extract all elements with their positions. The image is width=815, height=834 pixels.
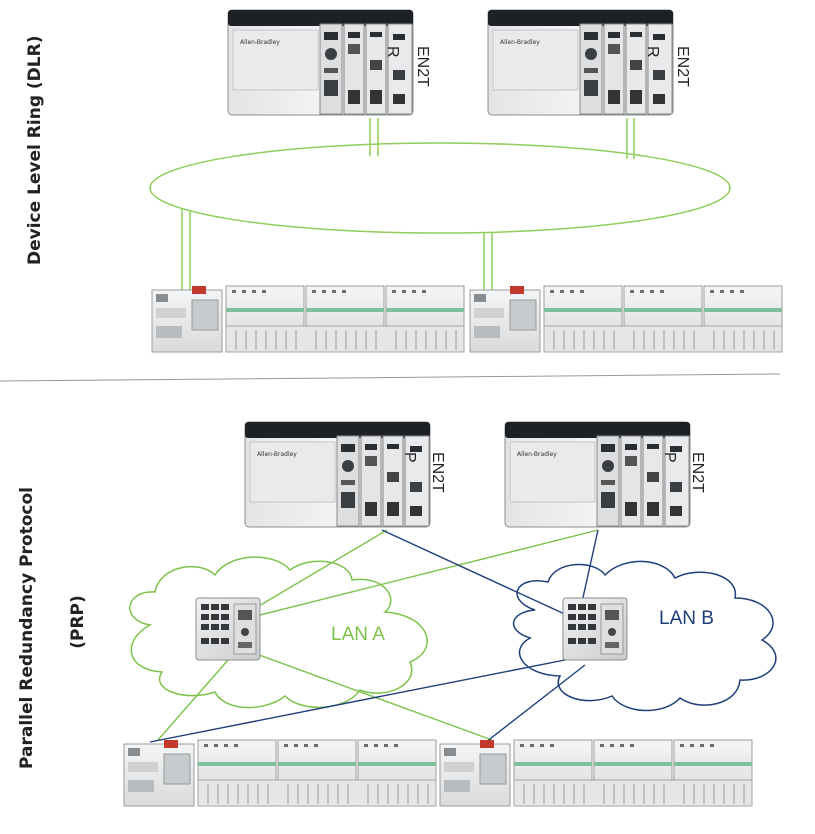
ethernet-switch-icon bbox=[562, 597, 628, 661]
prp-io-rack-left bbox=[123, 739, 437, 807]
chassis-controller-icon bbox=[504, 421, 691, 528]
dlr-ring-link-controller-right bbox=[626, 118, 635, 159]
ethernet-switch-icon bbox=[195, 597, 261, 661]
dlr-controller-left: R EN2T bbox=[227, 9, 431, 116]
prp-controller-right: P EN2T bbox=[504, 421, 706, 528]
dlr-section-title: Device Level Ring (DLR) bbox=[25, 35, 45, 265]
section-separator bbox=[0, 373, 781, 382]
prp-left-module-name: EN2T bbox=[429, 452, 446, 493]
prp-right-module-name: EN2T bbox=[689, 452, 706, 493]
io-rack-icon bbox=[123, 739, 437, 807]
io-rack-icon bbox=[151, 285, 465, 353]
lan-b-switch bbox=[562, 597, 628, 661]
lan-b-label: LAN B bbox=[659, 608, 714, 629]
chassis-controller-icon bbox=[244, 421, 431, 528]
lan-a-label: LAN A bbox=[331, 624, 385, 645]
lan-a-cloud bbox=[129, 556, 428, 709]
io-rack-icon bbox=[439, 739, 753, 807]
dlr-left-module-name: EN2T bbox=[414, 46, 431, 87]
prp-section-title-line1: Parallel Redundancy Protocol bbox=[17, 487, 37, 769]
dlr-ring-link-io-left bbox=[181, 209, 191, 290]
dlr-ring-link-controller-left bbox=[369, 118, 379, 156]
io-rack-icon bbox=[469, 285, 783, 353]
lan-a-switch bbox=[195, 597, 261, 661]
chassis-controller-icon bbox=[487, 9, 674, 116]
dlr-right-module-tag: R bbox=[644, 46, 661, 58]
prp-section-title-line2: (PRP) bbox=[68, 595, 88, 649]
prp-right-module-tag: P bbox=[661, 452, 678, 463]
dlr-ring bbox=[149, 142, 731, 234]
chassis-controller-icon bbox=[227, 9, 414, 116]
dlr-left-module-tag: R bbox=[384, 46, 401, 58]
dlr-right-module-name: EN2T bbox=[674, 46, 691, 87]
dlr-controller-right: R EN2T bbox=[487, 9, 691, 116]
dlr-io-rack-right bbox=[469, 285, 783, 353]
prp-controller-left: P EN2T bbox=[244, 421, 446, 528]
prp-io-rack-right bbox=[439, 739, 753, 807]
prp-section: LAN A LAN B P EN2T P EN2T bbox=[123, 421, 777, 807]
dlr-ring-link-io-right bbox=[483, 232, 493, 290]
lan-b-links bbox=[149, 529, 599, 743]
prp-left-module-tag: P bbox=[401, 452, 418, 463]
lan-b-cloud bbox=[512, 560, 777, 712]
dlr-section: R EN2T R EN2T bbox=[149, 9, 783, 353]
dlr-io-rack-left bbox=[151, 285, 465, 353]
